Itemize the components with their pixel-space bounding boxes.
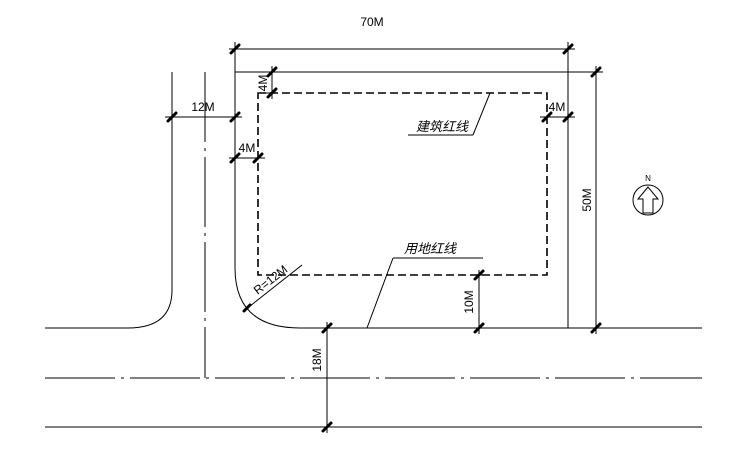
dim-road-width-vertical-label: 12M xyxy=(191,100,214,114)
dim-setback-left-label: 4M xyxy=(239,141,256,155)
road-network xyxy=(45,72,702,428)
dim-road-width-horizontal-label: 18M xyxy=(310,348,324,371)
dim-setback-bottom: 10M xyxy=(462,269,486,334)
dim-setback-right-label: 4M xyxy=(549,100,566,114)
vertical-road-left-edge xyxy=(45,72,173,329)
dim-setback-left: 4M xyxy=(229,141,265,164)
dim-overall-depth-label: 50M xyxy=(580,188,594,211)
dim-setback-right: 4M xyxy=(540,100,575,123)
building-line-label: 建筑红线 xyxy=(416,120,469,135)
site-line-label: 用地红线 xyxy=(404,242,457,257)
dim-setback-bottom-label: 10M xyxy=(462,290,476,313)
north-arrow-icon: N xyxy=(632,174,664,216)
corner-radius-label: R=12M xyxy=(251,262,290,297)
dim-setback-top-label: 4M xyxy=(256,75,270,92)
corner-radius-callout: R=12M xyxy=(242,262,303,313)
building-line-callout: 建筑红线 xyxy=(408,92,491,136)
dim-setback-top: 4M xyxy=(256,66,278,99)
dim-road-width-horizontal: 18M xyxy=(310,322,333,433)
site-boundary xyxy=(235,71,569,328)
north-letter: N xyxy=(645,174,651,183)
dim-overall-width-label: 70M xyxy=(360,15,383,29)
building-line-rect xyxy=(257,92,548,276)
dim-overall-width: 70M xyxy=(229,15,575,72)
road-north-edge xyxy=(234,72,702,329)
dim-road-width-vertical: 12M xyxy=(165,100,242,123)
site-line-callout: 用地红线 xyxy=(366,242,483,329)
dim-overall-depth: 50M xyxy=(568,66,603,334)
